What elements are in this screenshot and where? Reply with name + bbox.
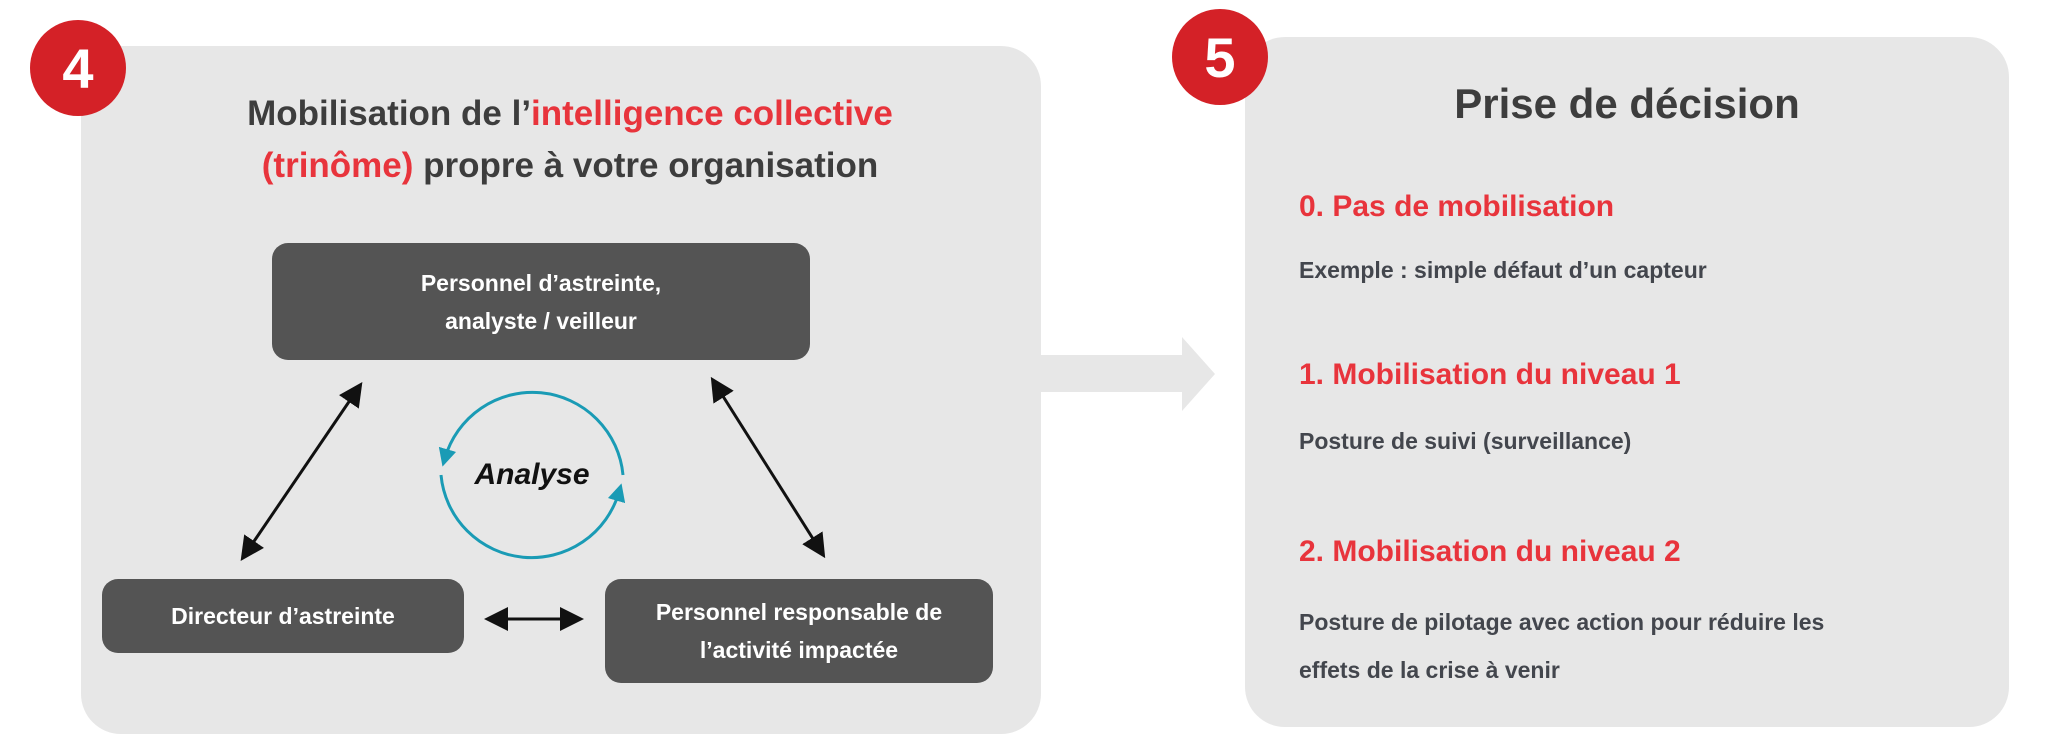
- level-0-description: Exemple : simple défaut d’un capteur: [1299, 257, 1707, 283]
- cycle-arrow-lower: [439, 474, 626, 560]
- box-line: Personnel d’astreinte,: [420, 269, 662, 296]
- level-1-heading: 1. Mobilisation du niveau 1: [1299, 358, 1681, 391]
- on-call-staff-box: Personnel d’astreinte, analyste / veilleu…: [272, 243, 810, 360]
- title-highlight: intelligence collective: [531, 94, 893, 133]
- level-0-heading: 0. Pas de mobilisation: [1299, 190, 1615, 223]
- step5-panel: [1245, 37, 2009, 727]
- box-line: analyste / veilleur: [445, 307, 637, 334]
- impacted-activity-box: Personnel responsable de l’activité impac…: [605, 579, 993, 683]
- level-1-description: Posture de suivi (surveillance): [1299, 428, 1632, 454]
- step5-badge: 5: [1172, 9, 1268, 105]
- step4-badge: 4: [30, 20, 126, 116]
- arrow-top-left: [240, 382, 363, 561]
- transition-arrow: [1041, 337, 1215, 411]
- step5-title: Prise de décision: [1454, 80, 1800, 127]
- box-line: l’activité impactée: [699, 637, 899, 663]
- box-line: Personnel responsable de: [655, 599, 943, 625]
- title-text: propre à votre organisation: [413, 146, 879, 185]
- step4-title: Mobilisation de l’intelligence collectiv…: [120, 88, 1020, 192]
- on-call-director-box: Directeur d’astreinte: [102, 579, 464, 653]
- cycle-arrow-upper: [438, 390, 625, 476]
- title-text: Mobilisation de l’: [247, 94, 532, 133]
- level-2-description: Posture de pilotage avec action pour réd…: [1299, 609, 1825, 683]
- title-highlight: (trinôme): [261, 146, 414, 185]
- arrow-top-right: [710, 376, 826, 559]
- level-2-heading: 2. Mobilisation du niveau 2: [1299, 535, 1681, 568]
- analysis-label: Analyse: [474, 458, 590, 491]
